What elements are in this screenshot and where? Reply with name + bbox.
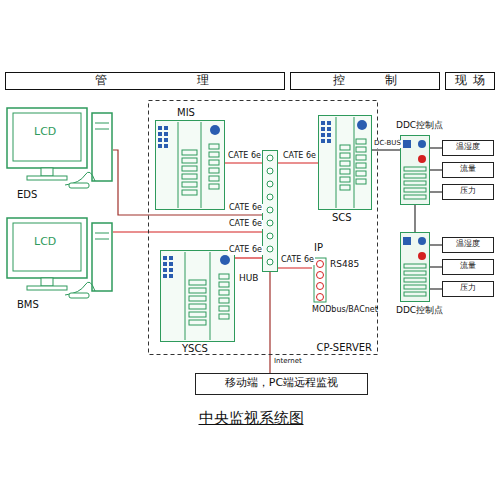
- edge-label: CATE 6e: [227, 152, 262, 161]
- sensor-box: 压力: [442, 184, 494, 200]
- network-hub: HUB: [262, 150, 278, 272]
- node-text: 流量: [442, 165, 494, 174]
- node-outline: [318, 115, 372, 210]
- cable-line: [430, 288, 442, 289]
- node-text: IP: [314, 242, 323, 253]
- node-text: 控制: [290, 74, 440, 87]
- node-text: 现场: [445, 74, 495, 87]
- edge-label: DC-BUS: [373, 140, 402, 148]
- edge-label: CATE 6e: [228, 220, 263, 229]
- screen-label: LCD: [33, 126, 57, 138]
- edge-label: CATE 6e: [282, 152, 317, 161]
- sensor-box: 流量: [442, 259, 494, 275]
- node-text: 温湿度: [442, 240, 494, 249]
- node-outline: [5, 215, 113, 310]
- node-text: DDC控制点: [396, 121, 443, 131]
- edge-label: CATE 6e: [280, 256, 315, 265]
- section-header: 管理: [5, 72, 285, 90]
- node-outline: [160, 250, 235, 342]
- screen-label: LCD: [33, 236, 57, 248]
- controller-device: YSCS: [160, 250, 235, 342]
- workstation: BMS: [5, 215, 113, 310]
- section-header: 控制: [290, 72, 440, 90]
- node-text: 移动端，PC端远程监视: [195, 377, 368, 389]
- cable-line: [430, 147, 442, 148]
- cable-line: [235, 257, 262, 258]
- node-text: 流量: [442, 262, 494, 271]
- sensor-box: 温湿度: [442, 140, 494, 156]
- node-text: 管理: [5, 74, 285, 87]
- caption: 中央监视系统图: [0, 410, 500, 427]
- cable-line: [113, 231, 262, 232]
- node-outline: [5, 105, 113, 200]
- cable-line: [414, 205, 415, 232]
- node-text: MIS: [177, 107, 195, 118]
- node-outline: [400, 232, 430, 302]
- cable-line: [430, 244, 442, 245]
- cable-line: [430, 169, 442, 170]
- sensor-box: 压力: [442, 281, 494, 297]
- cable-line: [430, 266, 442, 267]
- cable-line: [372, 149, 400, 150]
- cable-line: [278, 162, 318, 163]
- node-outline: [155, 120, 225, 210]
- node-text: SCS: [332, 212, 352, 223]
- edge-label: Internet: [273, 358, 303, 366]
- node-outline: [400, 135, 430, 205]
- ddc-controller: DDC控制点: [400, 135, 430, 205]
- node-text: HUB: [239, 274, 259, 284]
- cable-line: [269, 272, 270, 373]
- workstation: EDS: [5, 105, 113, 200]
- sensor-box: 流量: [442, 162, 494, 178]
- edge-label: CATE 6e: [228, 204, 263, 213]
- node-text: YSCS: [182, 343, 208, 354]
- node-text: 压力: [442, 284, 494, 293]
- remote-box: 移动端，PC端远程监视: [195, 373, 368, 395]
- node-text: RS485: [330, 260, 359, 270]
- node-text: EDS: [17, 189, 37, 200]
- gateway-device: IPRS485MODbus/BACnet: [312, 242, 374, 315]
- section-header: 现场: [445, 72, 495, 90]
- cable-line: [278, 267, 312, 268]
- sensor-box: 温湿度: [442, 237, 494, 253]
- ddc-controller: DDC控制点: [400, 232, 430, 302]
- node-text: BMS: [17, 299, 39, 310]
- cable-line: [430, 191, 442, 192]
- node-text: CP-SERVER: [316, 342, 372, 353]
- node-text: 温湿度: [442, 143, 494, 152]
- node-outline: [262, 150, 278, 272]
- controller-device: MIS: [155, 120, 225, 210]
- node-text: DDC控制点: [396, 306, 443, 316]
- node-text: MODbus/BACnet: [312, 306, 378, 315]
- server-group: CP-SERVER MIS SCS HUB YSCS IP RS485MODbus/BACn…: [148, 100, 378, 355]
- cable-line: [225, 162, 262, 163]
- controller-device: SCS: [318, 115, 372, 210]
- node-text: 压力: [442, 187, 494, 196]
- edge-label: CATE 6e: [228, 246, 263, 255]
